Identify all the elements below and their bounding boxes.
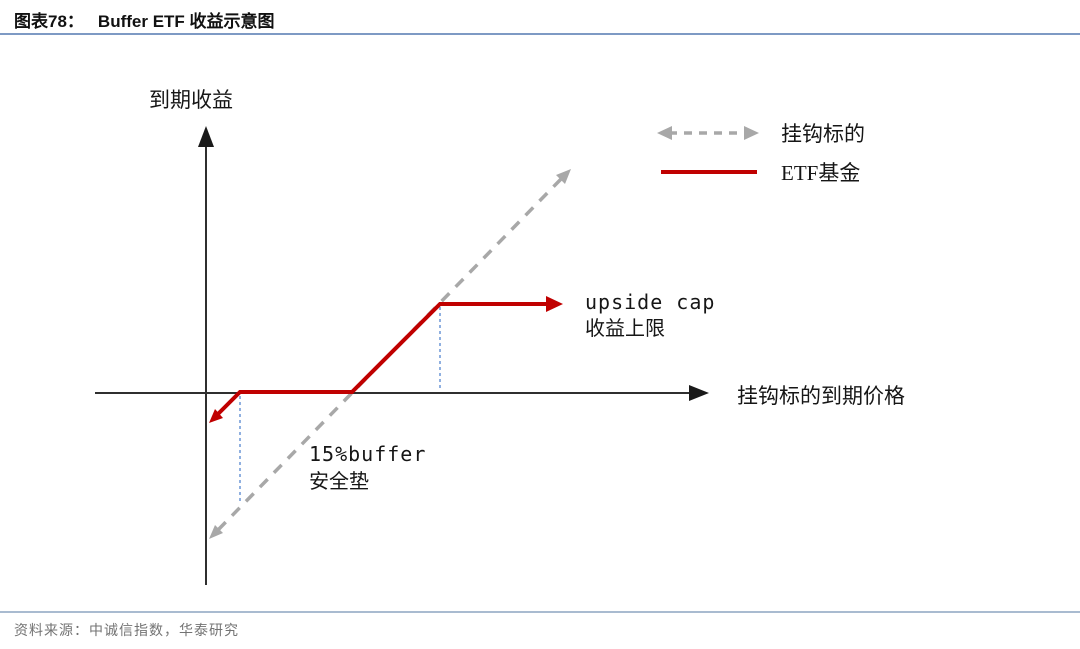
legend-label-etf: ETF基金 xyxy=(781,161,861,185)
underlying-arrow-up-icon xyxy=(556,169,571,184)
legend-label-underlying: 挂钩标的 xyxy=(781,122,865,146)
etf-arrow-down-icon xyxy=(209,409,223,423)
cap-annotation: upside cap 收益上限 xyxy=(585,289,715,343)
etf-payoff-line xyxy=(214,302,550,418)
buffer-annotation-cn: 安全垫 xyxy=(309,471,369,493)
legend-item-etf: ETF基金 xyxy=(655,161,865,185)
x-axis-arrow-icon xyxy=(689,385,709,401)
dashed-arrow-swatch-icon xyxy=(657,126,759,140)
figure-number: 图表78： xyxy=(14,12,84,31)
etf-arrow-right-icon xyxy=(546,296,563,312)
buffer-annotation-en: 15%buffer xyxy=(309,442,427,466)
legend: 挂钩标的 ETF基金 xyxy=(655,122,865,200)
x-axis-label: 挂钩标的到期价格 xyxy=(737,384,905,408)
underlying-arrow-down-icon xyxy=(209,525,223,539)
title-divider xyxy=(0,33,1080,35)
red-line-swatch-icon xyxy=(661,170,757,174)
y-axis-label: 到期收益 xyxy=(149,88,233,112)
source-note: 资料来源：中诚信指数，华泰研究 xyxy=(14,624,239,639)
cap-annotation-cn: 收益上限 xyxy=(585,318,665,340)
legend-item-underlying: 挂钩标的 xyxy=(655,122,865,146)
y-axis-arrow-icon xyxy=(198,126,214,147)
figure-name: Buffer ETF 收益示意图 xyxy=(97,12,275,31)
figure-title: 图表78： Buffer ETF 收益示意图 xyxy=(14,7,275,32)
cap-annotation-en: upside cap xyxy=(585,290,716,314)
buffer-annotation: 15%buffer 安全垫 xyxy=(309,440,426,496)
footer-divider xyxy=(0,611,1080,613)
